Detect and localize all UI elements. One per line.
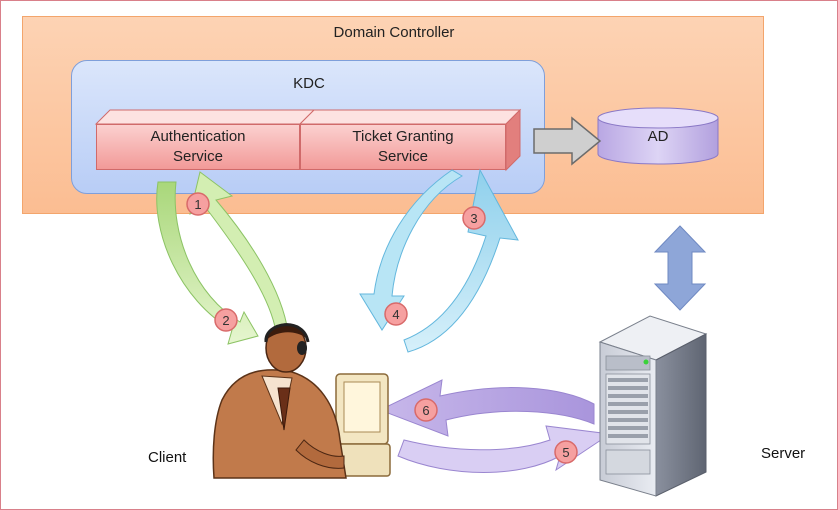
svg-text:6: 6: [422, 403, 429, 418]
domain-controller-title: Domain Controller: [333, 24, 455, 41]
ticket-granting-service-label-line1: Ticket Granting: [352, 128, 454, 145]
authentication-service-label-line2: Service: [172, 148, 223, 165]
ad-label: AD: [647, 128, 669, 145]
svg-text:4: 4: [392, 307, 399, 322]
authentication-service-box: Authentication Service: [96, 124, 300, 170]
step-badge-4: 4: [384, 302, 408, 326]
step-badge-2: 2: [214, 308, 238, 332]
authentication-service-label-line1: Authentication: [150, 128, 246, 145]
ticket-granting-service-label-line2: Service: [377, 148, 429, 165]
step-badge-3: 3: [462, 206, 486, 230]
ticket-granting-service-side: [505, 108, 521, 172]
tgs-to-ad-arrow: [533, 116, 602, 166]
svg-text:1: 1: [194, 197, 201, 212]
step-badge-6: 6: [414, 398, 438, 422]
client-label: Client: [148, 449, 187, 466]
server-label: Server: [761, 445, 806, 462]
step-badges: 1 2 3 4 5 6: [186, 192, 578, 464]
svg-text:2: 2: [222, 313, 229, 328]
kdc-title: KDC: [293, 75, 325, 92]
step-badge-5: 5: [554, 440, 578, 464]
ticket-granting-service-box: Ticket Granting Service: [300, 124, 506, 170]
cyan-exchange-arrows: [359, 168, 519, 353]
step-badge-1: 1: [186, 192, 210, 216]
client-headset: [264, 323, 310, 343]
green-exchange-arrows: [156, 171, 289, 345]
server-tower-illustration: [598, 315, 708, 497]
ad-database-cylinder: [597, 107, 719, 165]
svg-text:5: 5: [562, 445, 569, 460]
svg-text:3: 3: [470, 211, 477, 226]
client-person-illustration: [212, 323, 391, 479]
ad-server-double-arrow: [653, 225, 707, 311]
